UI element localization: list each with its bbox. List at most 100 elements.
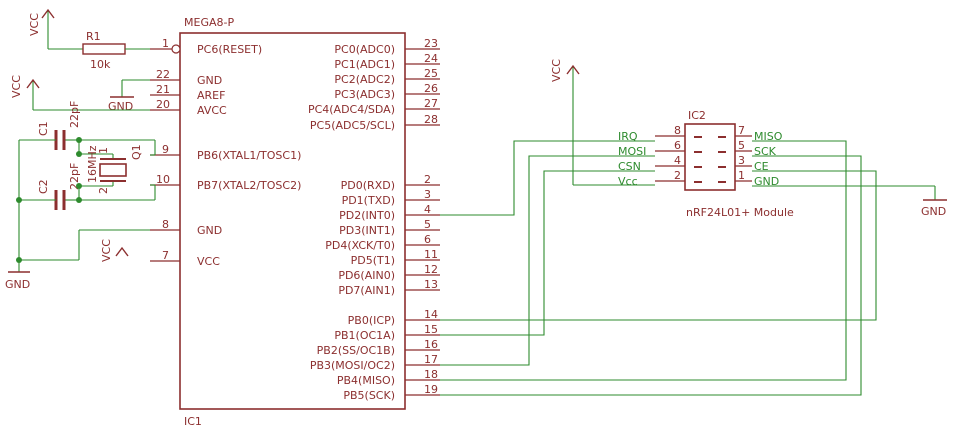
ic1-pin-num: 10 [156,173,170,186]
ic1-pin-label: PC3(ADC3) [334,88,395,101]
ic1-pin-label: VCC [197,255,220,268]
ic1-pin-label: PC2(ADC2) [334,73,395,86]
ic1-pin-num: 15 [424,323,438,336]
q1-pin2: 2 [97,187,110,194]
r1-value: 10k [90,58,111,71]
ic1-right-pins: PC0(ADC0) PC1(ADC1) PC2(ADC2) PC3(ADC3) … [308,37,440,402]
ic1-pin-num: 20 [156,98,170,111]
q1-value: 16MHz [86,145,99,183]
c1-ref: C1 [37,121,50,136]
ic1-pin-label: PB1(OC1A) [334,329,395,342]
ic1-pin-num: 26 [424,82,438,95]
signal-wiring [440,140,877,396]
ic2-pin-num: 6 [674,139,681,152]
ic2-body [684,123,736,191]
vcc-label: VCC [550,59,563,82]
ic1-pin-num: 28 [424,113,438,126]
vcc-arrow-icon [26,78,40,89]
ic1-pin-num: 24 [424,52,438,65]
oscillator-circuit: Q1 16MHz 1 2 C1 22pF C2 22pF GND [5,101,156,291]
ic1-pin-num: 3 [424,188,431,201]
ic2-pin-num: 1 [738,169,745,182]
ic1-pin-label: AREF [197,89,225,102]
ic1-pin-label: GND [197,224,222,237]
ic1-pin-label: PD0(RXD) [341,179,395,192]
ic1-microcontroller: MEGA8-P IC1 [171,16,406,428]
ic1-pin-num: 16 [424,338,438,351]
ic1-pin-label: PB5(SCK) [343,389,395,402]
ic1-pin-num: 5 [424,218,431,231]
ic2-pin-label: GND [754,175,779,188]
ic1-pin-num: 18 [424,368,438,381]
vcc-supply: VCC [100,239,129,262]
ic1-pin-label: PD4(XCK/T0) [325,239,395,252]
ic1-pin-num: 6 [424,233,431,246]
ic2-pin-num: 2 [674,169,681,182]
ic2-name: nRF24L01+ Module [686,206,794,219]
analog-supply: GND VCC [10,75,150,113]
ic1-pin-label: PC6(RESET) [197,43,262,56]
ic1-pin-num: 8 [162,218,169,231]
q1-pin1: 1 [97,147,110,154]
ic2-pin-label: IRQ [618,130,638,143]
ic1-pin-num: 14 [424,308,438,321]
ic1-pin-num: 2 [424,173,431,186]
q1-ref: Q1 [130,144,143,160]
ic1-pin-label: PD1(TXD) [342,194,395,207]
resistor-r1 [82,43,126,55]
ic1-pin-num: 12 [424,263,438,276]
ic1-pin-label: PD7(AIN1) [338,284,395,297]
c1-value: 22pF [68,101,81,128]
ic1-pin-label: PC4(ADC4/SDA) [308,103,395,116]
ic1-pin-label: PC1(ADC1) [334,58,395,71]
gnd-label: GND [108,100,133,113]
vcc-label: VCC [10,75,23,98]
ic2-pin-num: 4 [674,154,681,167]
ic1-pin-label: PB3(MOSI/OC2) [310,359,395,372]
ic2-pin-num: 5 [738,139,745,152]
ic1-pin-num: 7 [162,249,169,262]
gnd-label: GND [5,278,30,291]
ic1-pin-label: PD2(INT0) [339,209,395,222]
reset-circuit: VCC R1 10k [28,8,150,71]
ic2-ref: IC2 [688,109,706,122]
ic1-pin-num: 22 [156,68,170,81]
vcc-arrow-icon [41,8,55,19]
ic1-pin-num: 4 [424,203,431,216]
ic1-pin-label: PB4(MISO) [337,374,395,387]
vcc-arrow-icon [566,64,580,75]
vcc-label: VCC [100,239,113,262]
vcc-arrow-icon [115,246,129,257]
ic1-ref: IC1 [184,415,202,428]
ic1-pin-num: 13 [424,278,438,291]
ic1-pin-num: 19 [424,383,438,396]
ic1-pin-num: 1 [162,37,169,50]
ic2-pin-num: 3 [738,154,745,167]
ic1-pin-num: 27 [424,97,438,110]
ic1-pin-label: AVCC [197,104,227,117]
ic2-pin-label: MISO [754,130,783,143]
ic1-pin-label: PC5(ADC5/SCL) [310,119,395,132]
ic1-left-pins: 1 22 21 20 9 10 8 7 PC6(RESET) GND AREF … [150,37,301,268]
ic1-pin-num: 25 [424,67,438,80]
ic1-name: MEGA8-P [184,16,234,29]
ic1-pin-label: PD3(INT1) [339,224,395,237]
ic2-pin-label: MOSI [618,145,646,158]
ic1-pin-num: 21 [156,83,170,96]
c2-ref: C2 [37,179,50,194]
ic1-pin-num: 23 [424,37,438,50]
ic1-pin-label: PB2(SS/OC1B) [317,344,395,357]
ic2-pin-label: CE [754,160,769,173]
r1-ref: R1 [86,30,101,43]
ic2-pin-num: 7 [738,124,745,137]
ic1-pin-label: PC0(ADC0) [334,43,395,56]
ic2-pin-num: 8 [674,124,681,137]
c2-value: 22pF [68,163,81,190]
ic2-radio-module: IC2 nRF24L01+ Module 8 6 4 2 7 5 3 1 IRQ… [618,109,794,219]
ic1-pin-num: 11 [424,248,438,261]
ic2-pin-label: SCK [754,145,777,158]
gnd-label: GND [921,205,946,218]
ic1-pin-num: 9 [162,143,169,156]
vcc-label: VCC [28,13,41,36]
